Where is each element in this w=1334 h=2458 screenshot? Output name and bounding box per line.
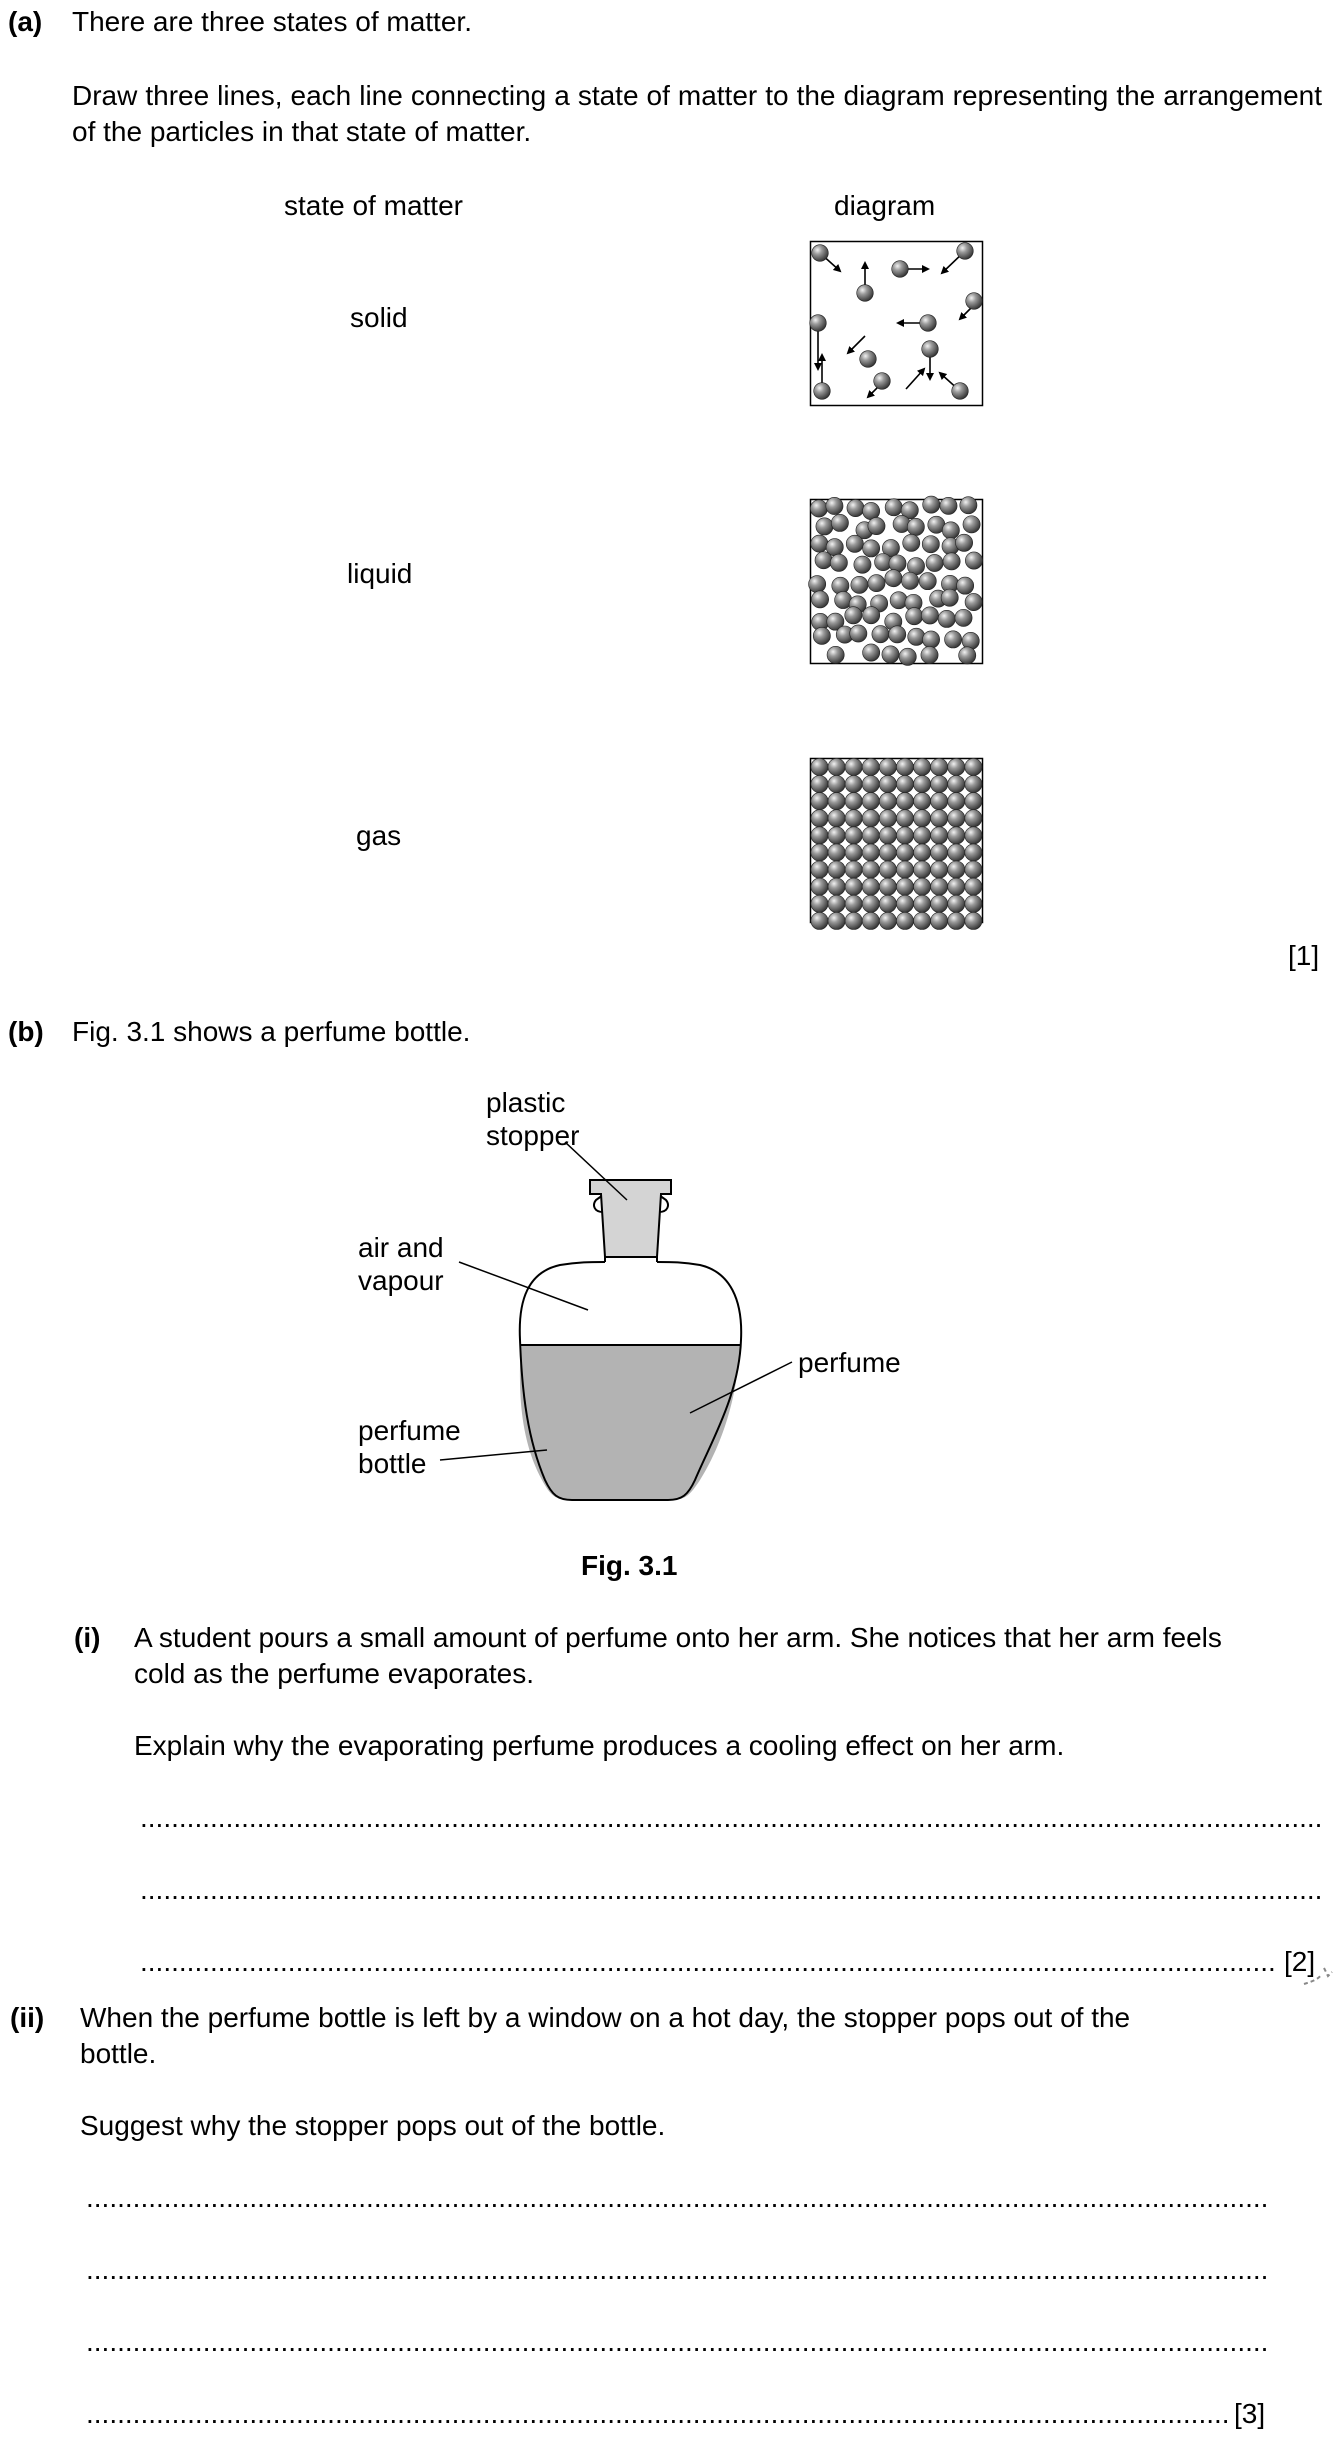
particle: [849, 624, 868, 643]
particle: [825, 497, 844, 515]
particle: [944, 630, 963, 649]
particle: [859, 350, 877, 368]
particle: [958, 646, 977, 665]
particle: [902, 533, 921, 552]
answer-line-ii-2[interactable]: ........................................…: [86, 2254, 1266, 2285]
marking-tick-icon: [1303, 1967, 1333, 1985]
particle: [829, 553, 848, 572]
part-a-mark: [1]: [1288, 940, 1320, 971]
sub-ii-line1: When the perfume bottle is left by a win…: [80, 2002, 1131, 2033]
state-of-matter-heading: state of matter: [284, 190, 463, 221]
particle: [826, 645, 845, 664]
answer-line-ii-3[interactable]: ........................................…: [86, 2326, 1266, 2357]
label-vapour: vapour: [358, 1265, 444, 1296]
answer-line-i-2[interactable]: ........................................…: [140, 1874, 1320, 1905]
particle: [920, 646, 939, 664]
state-liquid: liquid: [347, 558, 413, 589]
particle: [826, 612, 845, 631]
particle: [813, 382, 831, 400]
sub-i-mark: [2]: [1284, 1946, 1316, 1977]
particle: [873, 372, 891, 390]
part-a-letter: (a): [8, 6, 43, 37]
particle: [901, 571, 919, 590]
particle: [964, 593, 983, 611]
particle: [918, 572, 937, 591]
particle: [921, 340, 939, 358]
part-b-letter: (b): [8, 1016, 44, 1047]
particle: [867, 517, 886, 535]
state-solid: solid: [350, 302, 408, 333]
sub-i-numeral: (i): [74, 1622, 101, 1653]
label-air-and: air and: [358, 1232, 444, 1263]
particle: [898, 647, 917, 666]
particle: [862, 643, 881, 662]
particle: [939, 496, 958, 515]
particle: [881, 645, 900, 664]
perfume-bottle-drawing: [439, 1141, 793, 1501]
particle: [959, 496, 978, 515]
particle: [809, 314, 827, 332]
part-b-intro: Fig. 3.1 shows a perfume bottle.: [72, 1016, 471, 1047]
answer-line-ii-1[interactable]: ........................................…: [86, 2182, 1266, 2213]
sub-ii-mark: [3]: [1234, 2398, 1266, 2429]
figure-caption: Fig. 3.1: [581, 1550, 678, 1581]
particle: [956, 242, 974, 260]
particle: [845, 534, 864, 553]
particle: [882, 539, 900, 557]
particle: [965, 292, 983, 310]
part-a-intro: There are three states of matter.: [72, 6, 472, 37]
sub-i-line2: cold as the perfume evaporates.: [134, 1658, 535, 1689]
particle: [853, 555, 872, 574]
sub-i-question: Explain why the evaporating perfume prod…: [134, 1730, 1065, 1761]
state-gas: gas: [356, 820, 402, 851]
particle: [812, 626, 831, 645]
particle: [940, 588, 959, 607]
diagram-heading: diagram: [834, 190, 936, 221]
particle: [867, 574, 886, 593]
particle: [965, 551, 983, 570]
stopper-shape: [589, 1179, 672, 1258]
bottle-outline: [518, 1261, 743, 1501]
particle: [891, 260, 909, 278]
sub-ii-question: Suggest why the stopper pops out of the …: [80, 2110, 666, 2141]
answer-line-ii-4[interactable]: ........................................…: [86, 2398, 1228, 2429]
answer-line-i-1[interactable]: ........................................…: [140, 1802, 1320, 1833]
answer-line-i-3[interactable]: ........................................…: [140, 1946, 1278, 1977]
label-perfume-bottle-1: perfume: [358, 1415, 461, 1446]
sub-ii-numeral: (ii): [10, 2002, 45, 2033]
particle: [951, 382, 969, 400]
particle: [921, 535, 940, 554]
sub-i-line1: A student pours a small amount of perfum…: [134, 1622, 1222, 1653]
particle: [844, 606, 863, 625]
particle: [956, 576, 975, 595]
particle: [856, 284, 874, 302]
particle: [962, 515, 981, 534]
diagram-solid-particles: [809, 757, 984, 930]
particle: [919, 314, 937, 332]
particle: [954, 608, 973, 627]
motion-arrow: [846, 335, 866, 355]
particle: [831, 514, 849, 532]
diagram-gas-particles: [809, 240, 984, 407]
label-perfume-bottle-2: bottle: [358, 1448, 427, 1479]
diagram-liquid-particles: [808, 495, 984, 666]
particle: [964, 911, 983, 930]
particle: [900, 501, 919, 520]
particle: [862, 606, 881, 625]
particle: [811, 590, 829, 609]
particle: [811, 244, 829, 262]
label-perfume: perfume: [798, 1347, 901, 1378]
particle: [888, 625, 907, 644]
label-plastic: plastic: [486, 1087, 566, 1118]
sub-ii-line2: bottle.: [80, 2038, 157, 2069]
particle: [862, 539, 881, 558]
part-a-instruction: Draw three lines, each line connecting a…: [72, 80, 1322, 147]
motion-arrow: [905, 367, 926, 390]
perfume-liquid: [519, 1345, 740, 1500]
particle: [942, 552, 961, 571]
particle: [955, 533, 973, 552]
label-stopper: stopper: [486, 1120, 580, 1151]
